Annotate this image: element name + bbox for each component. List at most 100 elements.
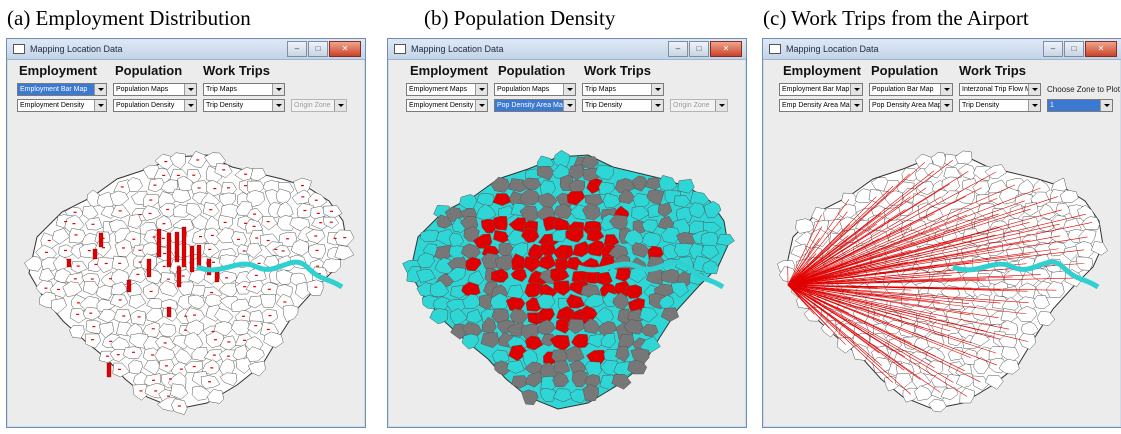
employment-map-select[interactable]: Employment Maps [406, 83, 488, 96]
population-density-select[interactable]: Population Density [113, 99, 197, 112]
river-thames [196, 259, 344, 290]
zone [594, 164, 615, 180]
title-bar[interactable]: Mapping Location Data –□✕ [7, 39, 365, 60]
zone-label [266, 328, 270, 331]
trip-flow-line [787, 223, 877, 286]
minimize-icon[interactable]: – [287, 41, 307, 57]
title-bar[interactable]: Mapping Location Data –□✕ [763, 39, 1121, 60]
zone [69, 307, 89, 324]
trip-map-select[interactable]: Interzonal Trip Flow Ma [959, 83, 1041, 96]
zone [631, 242, 650, 258]
origin-zone-select[interactable]: Origin Zone [670, 99, 728, 112]
zone [495, 254, 515, 271]
zone [646, 267, 665, 285]
window-title: Mapping Location Data [786, 44, 879, 54]
trip-flow-line [787, 236, 942, 286]
employment-map-select[interactable]: Employment Bar Map [779, 83, 863, 96]
minimize-icon[interactable]: – [668, 41, 688, 57]
zone [578, 305, 598, 321]
trip-flow-line [787, 171, 996, 286]
trip-flow-line [787, 235, 849, 286]
zone [128, 294, 147, 309]
zone [612, 292, 629, 310]
zone-label [120, 186, 124, 188]
zone-label [91, 223, 95, 225]
employment-heading: Employment [19, 63, 98, 78]
zone [539, 388, 557, 402]
caption-employment-distribution: (a) Employment Distribution [7, 6, 251, 30]
close-icon[interactable]: ✕ [1085, 41, 1117, 57]
trip-flow-line [787, 284, 905, 371]
trip-flow-line [787, 253, 942, 286]
trip-density-select[interactable]: Trip Density [203, 99, 285, 112]
zone-select[interactable]: 1 [1047, 99, 1113, 112]
zone [624, 284, 643, 299]
trip-flow-line [787, 284, 893, 383]
zone [490, 176, 511, 193]
zone [872, 357, 893, 373]
population-map-select[interactable]: Population Bar Map [869, 83, 953, 96]
zone [158, 323, 177, 338]
zone-label [257, 262, 261, 265]
maximize-icon[interactable]: □ [1064, 41, 1084, 57]
zone [51, 228, 71, 245]
trip-flow-line [787, 184, 1016, 286]
zone [521, 389, 539, 406]
zone [214, 163, 233, 178]
minimize-icon[interactable]: – [1043, 41, 1063, 57]
population-density-select[interactable]: Pop Density Area Map [494, 99, 576, 112]
population-heading: Population [498, 63, 566, 78]
employment-map-select[interactable]: Employment Bar Map [17, 83, 107, 96]
zone [998, 187, 1019, 205]
trip-flow-line [787, 284, 972, 344]
trip-flow-line [787, 253, 817, 286]
trip-density-select[interactable]: Trip Density [959, 99, 1041, 112]
zone [466, 308, 483, 324]
employment-bar [98, 232, 104, 248]
zone [177, 175, 195, 193]
employment-density-select[interactable]: Emp Density Area Map [779, 99, 863, 112]
zone-label [73, 278, 77, 280]
zone [420, 229, 440, 243]
zone [553, 280, 571, 297]
zone [203, 243, 220, 259]
origin-zone-select[interactable]: Origin Zone [291, 99, 347, 112]
employment-density-select[interactable]: Employment Density [406, 99, 488, 112]
zone [463, 226, 480, 243]
maximize-icon[interactable]: □ [308, 41, 328, 57]
zone-label [209, 209, 213, 211]
app-icon [769, 44, 781, 54]
trip-flow-line [787, 262, 972, 286]
zone [553, 203, 574, 219]
trip-flow-line [787, 284, 846, 345]
employment-bar [196, 244, 202, 268]
trip-flow-line [787, 236, 972, 286]
trip-flow-line [787, 284, 972, 359]
population-map-select[interactable]: Population Maps [113, 83, 197, 96]
zone-label [151, 328, 155, 330]
close-icon[interactable]: ✕ [329, 41, 361, 57]
trip-map-select[interactable]: Trip Maps [582, 83, 664, 96]
zone-label [227, 341, 231, 343]
window-title: Mapping Location Data [30, 44, 123, 54]
employment-bar [214, 271, 220, 283]
trip-flow-line [787, 173, 910, 286]
employment-density-select[interactable]: Employment Density [17, 99, 107, 112]
zone-label [121, 247, 125, 249]
zone [321, 258, 342, 273]
window-employment: Mapping Location Data –□✕ Employment Pop… [6, 38, 366, 428]
title-bar[interactable]: Mapping Location Data –□✕ [388, 39, 746, 60]
maximize-icon[interactable]: □ [689, 41, 709, 57]
window-work-trips: Mapping Location Data –□✕ Employment Pop… [762, 38, 1121, 428]
zone [631, 175, 648, 192]
zone [1081, 216, 1100, 230]
population-density-select[interactable]: Pop Density Area Map [869, 99, 953, 112]
population-map-select[interactable]: Population Maps [494, 83, 576, 96]
trip-flow-line [787, 199, 850, 286]
trip-density-select[interactable]: Trip Density [582, 99, 664, 112]
zone-label [317, 273, 321, 275]
zone [566, 293, 586, 309]
trip-map-select[interactable]: Trip Maps [203, 83, 285, 96]
zone [615, 267, 633, 282]
close-icon[interactable]: ✕ [710, 41, 742, 57]
